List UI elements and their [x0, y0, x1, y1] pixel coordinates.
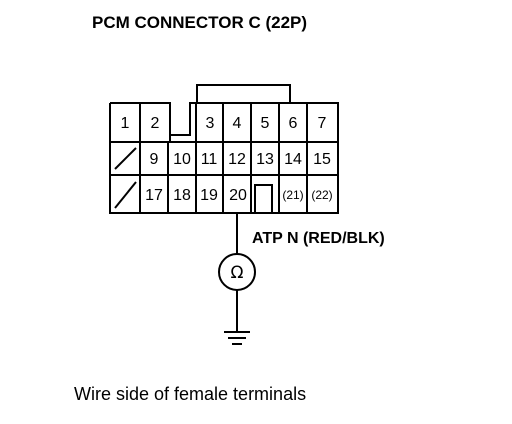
terminal-row-2: 9 10 11 12 13 14 15: [150, 151, 331, 168]
wire-label: ATP N (RED/BLK): [252, 230, 385, 247]
terminal-3: 3: [206, 115, 215, 132]
ohm-symbol: Ω: [231, 263, 244, 283]
terminal-17: 17: [145, 187, 163, 204]
terminal-11: 11: [201, 151, 218, 168]
terminal-4: 4: [233, 115, 242, 132]
terminal-21: (21): [282, 188, 303, 202]
terminal-13: 13: [256, 151, 274, 168]
ohmmeter-icon: Ω: [218, 253, 256, 291]
terminal-6: 6: [289, 115, 298, 132]
terminal-12: 12: [228, 151, 246, 168]
terminal-22: (22): [311, 188, 332, 202]
terminal-20: 20: [229, 187, 247, 204]
ground-icon: [224, 331, 250, 345]
terminal-row-1: 1 2 3 4 5 6 7: [121, 115, 327, 132]
terminal-9: 9: [150, 151, 159, 168]
caption: Wire side of female terminals: [74, 384, 306, 404]
terminal-7: 7: [318, 115, 327, 132]
diagram-title: PCM CONNECTOR C (22P): [92, 13, 307, 32]
terminal-5: 5: [261, 115, 270, 132]
connector-housing: [109, 84, 339, 214]
terminal-2: 2: [151, 115, 160, 132]
terminal-18: 18: [173, 187, 191, 204]
terminal-row-3: 17 18 19 20 (21) (22): [145, 187, 333, 204]
terminal-10: 10: [173, 151, 191, 168]
terminal-14: 14: [284, 151, 302, 168]
terminal-1: 1: [121, 115, 130, 132]
terminal-19: 19: [200, 187, 218, 204]
terminal-15: 15: [313, 151, 331, 168]
